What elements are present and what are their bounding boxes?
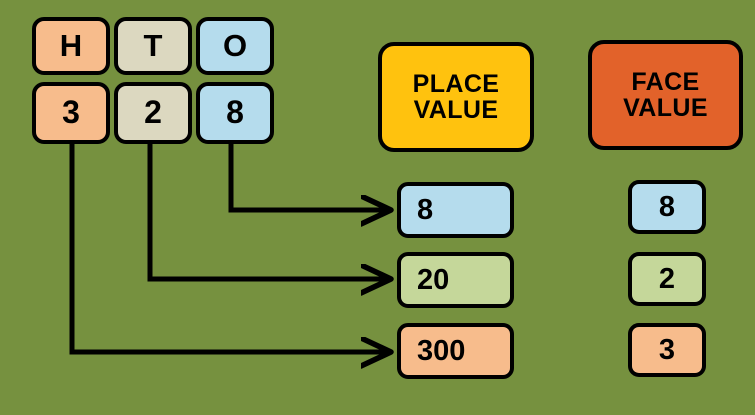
digit-box-ones: 8 [196, 82, 274, 144]
place-value-ones: 8 [397, 182, 514, 238]
face-value-tens: 2 [628, 252, 706, 306]
place-value-hundreds: 300 [397, 323, 514, 379]
place-value-header-line1: PLACE [412, 69, 500, 98]
column-header-ones: O [196, 17, 274, 75]
face-value-header-line2: VALUE [623, 94, 708, 122]
connector-hundreds-to-place-300 [69, 143, 389, 352]
column-header-tens: T [114, 17, 192, 75]
place-value-header-line2: VALUE [413, 96, 499, 124]
digit-box-hundreds: 3 [32, 82, 110, 144]
face-value-header: FACE VALUE [588, 40, 743, 150]
connector-ones-to-place-8 [228, 143, 389, 210]
face-value-header-line1: FACE [631, 67, 700, 96]
digit-box-tens: 2 [114, 82, 192, 144]
place-value-tens: 20 [397, 252, 514, 308]
face-value-ones: 8 [628, 180, 706, 234]
connector-tens-to-place-20 [147, 143, 389, 279]
place-value-header: PLACE VALUE [378, 42, 534, 152]
column-header-hundreds: H [32, 17, 110, 75]
face-value-hundreds: 3 [628, 323, 706, 377]
